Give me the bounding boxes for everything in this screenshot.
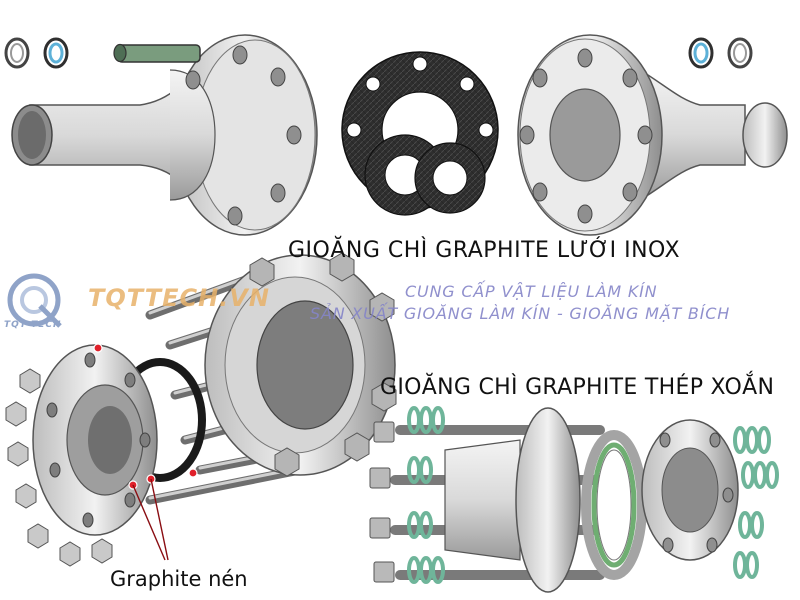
left-flange-pipe (11, 34, 318, 236)
tagline-line-1: CUNG CẤP VẬT LIỆU LÀM KÍN (405, 282, 658, 301)
exploded-flange-assembly (5, 252, 397, 567)
right-flange-pipe (517, 34, 788, 236)
spiral-wound-assembly (369, 406, 779, 593)
tqt-logo-icon (7, 273, 62, 328)
tagline-line-2: SẢN XUẤT GIOĂNG LÀM KÍN - GIOĂNG MẶT BÍC… (310, 304, 731, 323)
caption-graphite-mesh-gasket: GIOĂNG CHÌ GRAPHITE LƯỚI INOX (288, 238, 681, 263)
caption-spiral-wound-gasket: GIOĂNG CHÌ GRAPHITE THÉP XOẮN (380, 375, 775, 400)
brand-watermark: TQTTECH.VN (88, 284, 270, 312)
caption-compressed-graphite: Graphite nén (110, 567, 248, 591)
graphite-mesh-gasket (341, 51, 499, 216)
graphite-rod (113, 43, 201, 63)
o-ring-icon (688, 37, 753, 69)
o-ring-icon (4, 37, 69, 69)
logo-caption: TQT TECH (4, 320, 62, 330)
